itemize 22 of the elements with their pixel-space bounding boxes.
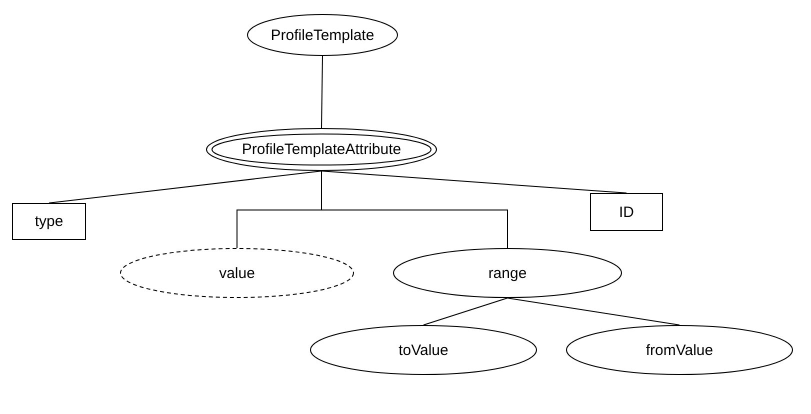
ellipse-node (393, 248, 622, 298)
node-label: type (34, 213, 64, 230)
ellipse-node (247, 14, 398, 56)
node-label: ProfileTemplate (270, 26, 374, 44)
node-label: ProfileTemplateAttribute (242, 141, 402, 158)
rectangle-node (12, 203, 86, 240)
dashed-ellipse-node (120, 248, 354, 298)
node-label: range (488, 264, 527, 282)
node-label: fromValue (646, 342, 714, 358)
double-ellipse-node (206, 128, 437, 171)
connector-line (423, 298, 508, 326)
ellipse-node (566, 325, 793, 375)
node-label: ID (619, 204, 634, 220)
node-label: toValue (398, 342, 448, 358)
connector-line (507, 298, 680, 326)
rectangle-node (590, 193, 663, 231)
connector-line (321, 56, 323, 128)
connector-line (48, 170, 322, 204)
ellipse-node (310, 325, 537, 375)
node-label: value (219, 264, 255, 282)
connector-line (321, 170, 508, 248)
connector-line (321, 170, 627, 194)
